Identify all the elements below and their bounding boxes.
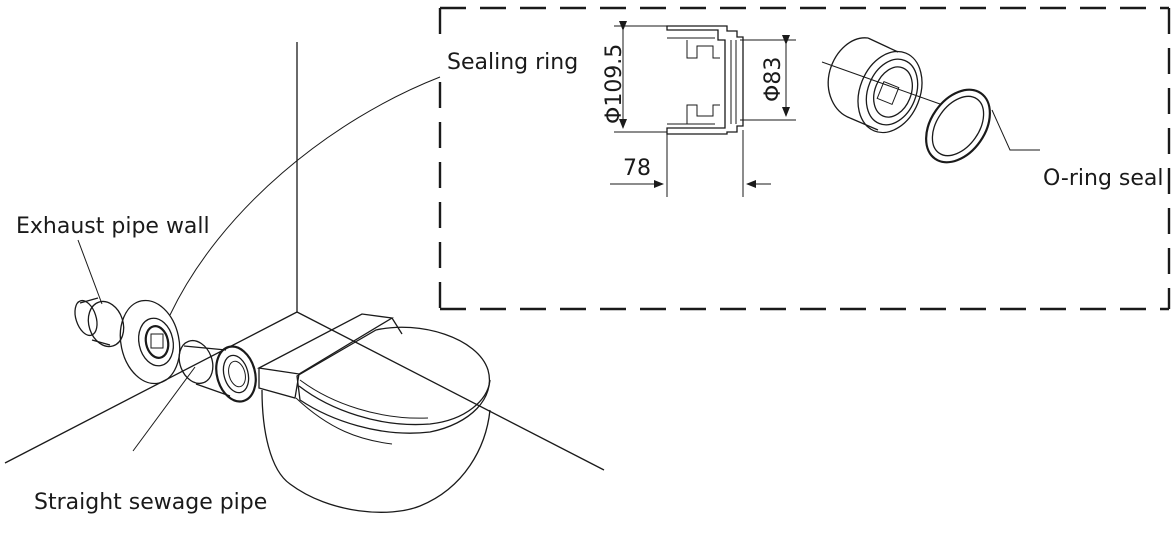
dimension-length: 78 xyxy=(623,156,651,181)
wall-hung-toilet xyxy=(256,313,491,513)
dimension-lines xyxy=(610,21,796,197)
sealing-ring-section-drawing xyxy=(666,25,744,135)
room-corner-lines xyxy=(4,42,605,471)
exhaust-pipe-wall-part xyxy=(74,297,125,348)
dimension-outer-diameter: Φ109.5 xyxy=(602,44,627,124)
o-ring-3d xyxy=(925,88,1040,164)
label-exhaust-pipe-wall: Exhaust pipe wall xyxy=(16,214,210,239)
straight-sewage-pipe-part xyxy=(178,339,257,403)
label-sealing-ring: Sealing ring xyxy=(447,50,578,75)
dimension-inner-diameter: Φ83 xyxy=(761,57,786,102)
detail-frame xyxy=(438,6,1171,311)
sealing-ring-3d xyxy=(821,37,941,134)
sealing-ring-part xyxy=(119,299,181,385)
leader-lines xyxy=(77,76,441,452)
label-straight-sewage-pipe: Straight sewage pipe xyxy=(34,490,267,515)
label-o-ring-seal: O-ring seal xyxy=(1043,166,1164,191)
